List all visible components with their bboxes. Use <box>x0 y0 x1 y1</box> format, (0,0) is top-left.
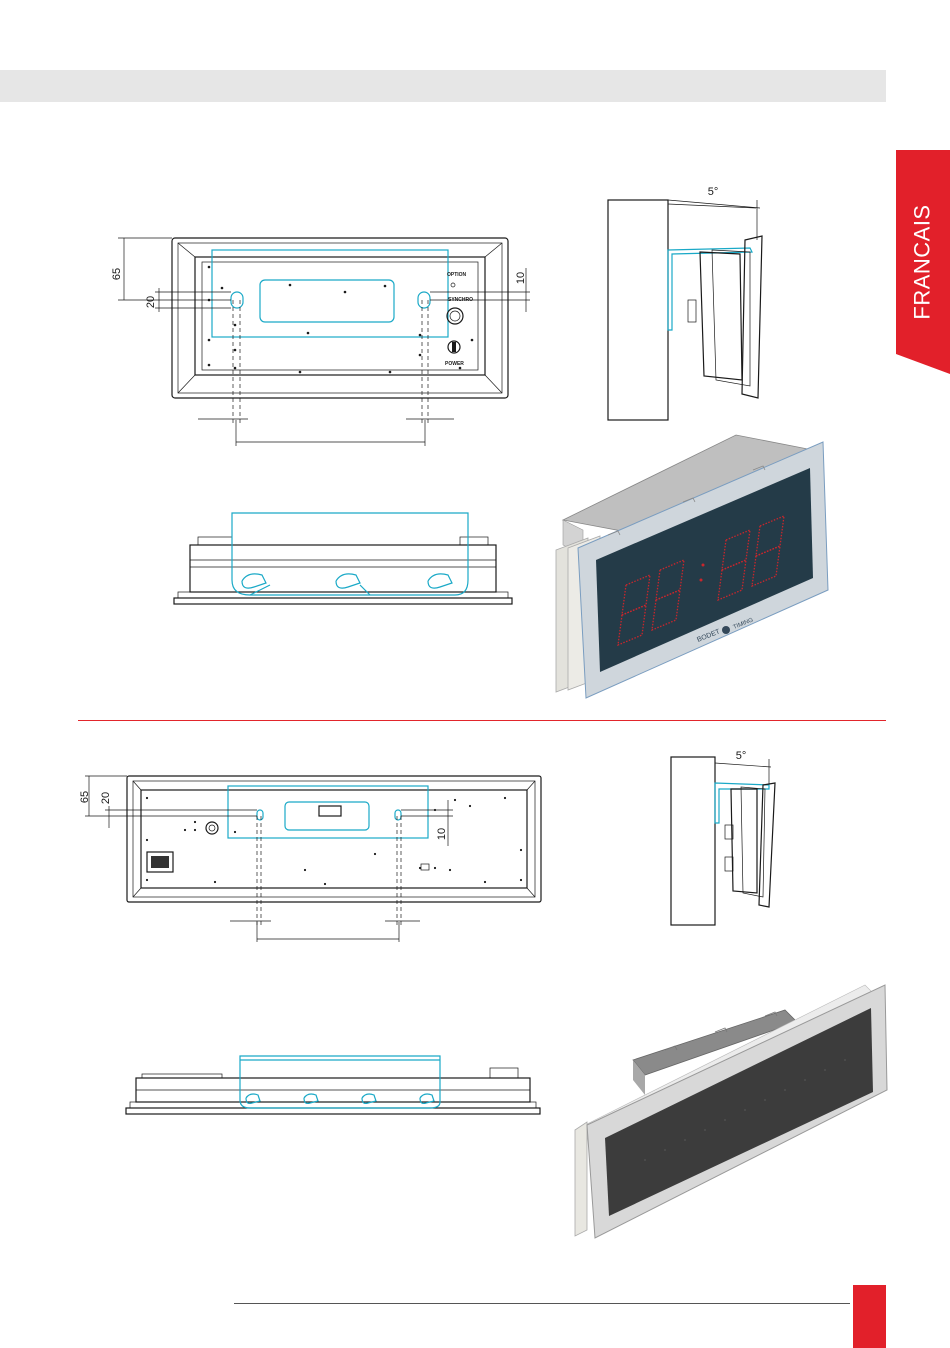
dim-20-label: 20 <box>145 296 157 308</box>
page-number-tab <box>853 1285 886 1348</box>
dim-65-label: 65 <box>111 268 123 280</box>
side-view-drawing-top: 5° <box>600 180 780 425</box>
tilt-label-top: 5° <box>708 186 719 198</box>
section-divider <box>78 720 886 721</box>
top-view-drawing-bottom <box>120 1050 550 1120</box>
header-band <box>0 70 886 102</box>
front-view-drawing-bottom: 65 20 10 <box>75 770 545 950</box>
dim-10-label-bottom: 10 <box>436 828 448 840</box>
footer-rule <box>234 1303 850 1304</box>
dim-65-label-bottom: 65 <box>79 791 91 803</box>
option-label: OPTION <box>447 272 467 278</box>
front-view-drawing-top: OPTION SYNCHRO POWER 65 20 10 <box>100 230 540 450</box>
language-tab-label: FRANCAIS <box>896 150 950 374</box>
dim-20-label-bottom: 20 <box>100 792 112 804</box>
side-view-drawing-bottom: 5° <box>665 745 785 930</box>
dim-10-label: 10 <box>515 272 527 284</box>
tilt-label-bottom: 5° <box>736 750 747 762</box>
power-label: POWER <box>445 361 464 367</box>
isometric-view-top: BODET TIMING <box>548 430 858 705</box>
top-view-drawing-top <box>170 505 520 615</box>
isometric-view-bottom <box>565 980 890 1245</box>
